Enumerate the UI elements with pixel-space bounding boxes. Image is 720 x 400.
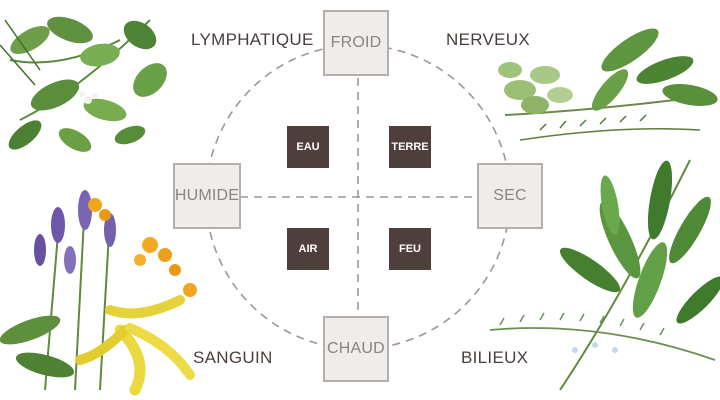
- temperament-label: HUMIDE: [174, 187, 240, 204]
- temperament-box-chaud: CHAUD: [323, 316, 389, 382]
- constitution-label-nerveux: NERVEUX: [446, 30, 530, 49]
- element-label: EAU: [296, 141, 320, 153]
- green-herb-sprigs-illustration: [0, 16, 167, 152]
- oregano-and-rosemary-illustration: [498, 28, 718, 141]
- element-label: TERRE: [391, 141, 429, 153]
- constitution-label-bilieux: BILIEUX: [461, 348, 529, 367]
- temperament-label: FROID: [330, 34, 382, 51]
- element-box-eau: EAU: [287, 126, 329, 168]
- temperament-box-froid: FROID: [323, 10, 389, 76]
- eucalyptus-and-rosemary-illustration: [489, 159, 720, 391]
- temperament-box-sec: SEC: [477, 163, 543, 229]
- element-box-terre: TERRE: [389, 126, 431, 168]
- element-box-air: AIR: [287, 228, 329, 270]
- constitution-label-lymphatique: LYMPHATIQUE: [191, 30, 314, 49]
- temperament-label: CHAUD: [327, 340, 385, 357]
- temperament-box-humide: HUMIDE: [173, 163, 241, 229]
- element-label: FEU: [399, 243, 421, 255]
- temperament-label: SEC: [493, 187, 527, 204]
- constitution-label-sanguin: SANGUIN: [193, 348, 273, 367]
- lavender-tansy-ylang-flowers-illustration: [0, 190, 197, 396]
- element-box-feu: FEU: [389, 228, 431, 270]
- element-label: AIR: [298, 243, 318, 255]
